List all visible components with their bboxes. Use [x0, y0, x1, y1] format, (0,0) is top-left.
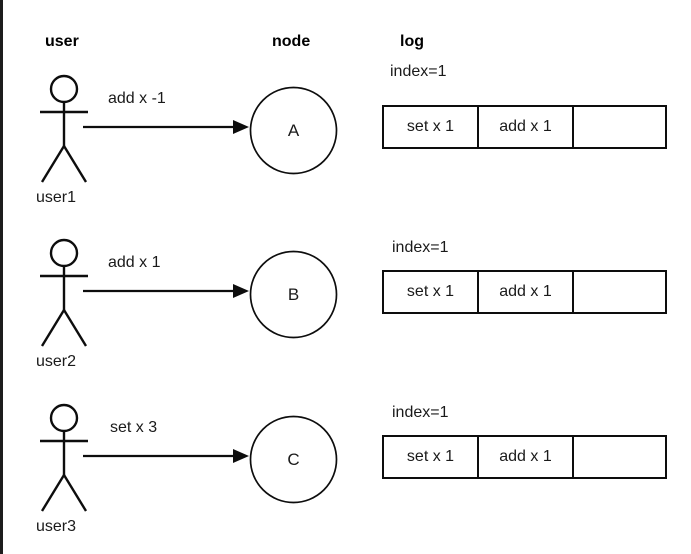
log-cell: [574, 437, 665, 477]
log-table-row1: set x 1 add x 1: [382, 105, 667, 149]
stick-figure-icon: [40, 238, 88, 347]
log-table-row3: set x 1 add x 1: [382, 435, 667, 479]
log-cell: add x 1: [479, 107, 574, 147]
message-arrow-row3: [83, 449, 249, 463]
log-cell: add x 1: [479, 272, 574, 312]
index-label-row1: index=1: [390, 63, 447, 80]
actor-label-user1: user1: [36, 189, 77, 206]
index-label-row2: index=1: [392, 239, 449, 256]
actor-label-user3: user3: [36, 518, 77, 535]
log-cell: add x 1: [479, 437, 574, 477]
stick-figure-icon: [40, 74, 88, 183]
left-edge-rule: [0, 0, 3, 554]
log-cell: set x 1: [384, 107, 479, 147]
node-letter-c: C: [287, 450, 300, 469]
column-header-node: node: [272, 33, 311, 50]
node-circle-c: [249, 415, 338, 504]
message-label-row2: add x 1: [108, 254, 161, 271]
node-letter-a: A: [287, 121, 300, 140]
message-arrow-row1: [83, 120, 249, 134]
log-table-row2: set x 1 add x 1: [382, 270, 667, 314]
stick-figure-icon: [40, 403, 88, 512]
message-arrow-row2: [83, 284, 249, 298]
index-label-row3: index=1: [392, 404, 449, 421]
actor-label-user2: user2: [36, 353, 77, 370]
node-letter-b: B: [287, 285, 300, 304]
column-header-log: log: [400, 33, 424, 50]
log-cell: [574, 272, 665, 312]
node-circle-b: [249, 250, 338, 339]
log-cell: set x 1: [384, 272, 479, 312]
column-header-user: user: [45, 33, 79, 50]
log-cell: set x 1: [384, 437, 479, 477]
message-label-row3: set x 3: [110, 419, 158, 436]
log-cell: [574, 107, 665, 147]
node-circle-a: [249, 86, 338, 175]
message-label-row1: add x -1: [108, 90, 166, 107]
